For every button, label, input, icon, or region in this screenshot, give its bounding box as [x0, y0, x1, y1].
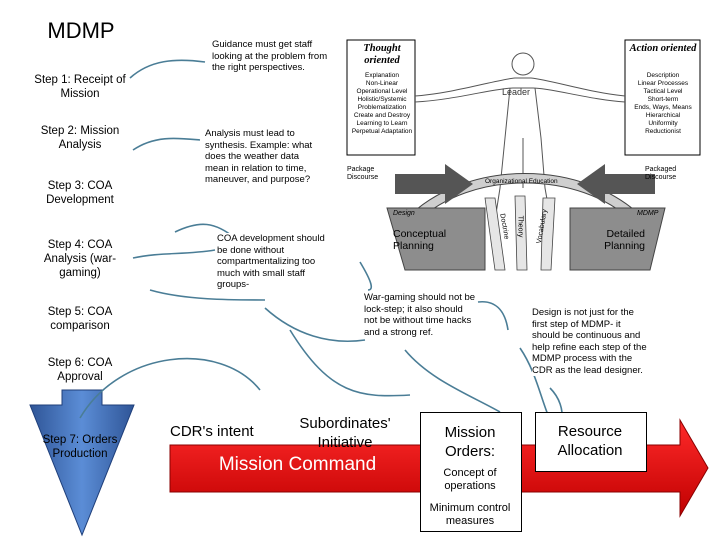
thought-item: Explanation [365, 72, 399, 79]
thought-item: Non-Linear [365, 80, 399, 87]
figure-art [346, 39, 701, 271]
connector-lines [79, 59, 563, 421]
org-education-label: Organizational Education [485, 178, 558, 185]
package-right-label: Packaged Discourse [645, 166, 677, 181]
resource-allocation-label: Resource Allocation [557, 423, 623, 459]
right-input-arrow [577, 164, 655, 204]
note-analysis: Analysis must lead to synthesis. Example… [205, 128, 317, 186]
leader-label: Leader [502, 87, 531, 97]
action-item: Uniformity [648, 120, 678, 127]
left-input-arrow [395, 164, 473, 204]
step-5: Step 5: COA comparison [47, 306, 113, 332]
thought-item: Problematization [357, 104, 407, 111]
thought-item: Learning to Learn [356, 120, 408, 127]
conceptual-planning-label: Conceptual Planning [393, 228, 447, 252]
cdr-intent: CDR's intent [170, 423, 254, 440]
note-coa: COA development should be done without c… [217, 233, 335, 291]
action-item: Ends, Ways, Means [634, 104, 692, 111]
detailed-planning-label: Detailed Planning [604, 228, 645, 252]
thought-item: Operational Level [356, 88, 408, 95]
step-2: Step 2: Mission Analysis [40, 125, 120, 151]
step-4: Step 4: COA Analysis (war-gaming) [43, 239, 117, 279]
concept-of-operations: Concept of operations [443, 467, 497, 492]
design-label: Design [393, 210, 415, 217]
thought-item: Perpetual Adaptation [351, 128, 413, 135]
page-title: MDMP [47, 18, 115, 43]
process-down-arrow [29, 389, 135, 537]
thought-title: Thought oriented [363, 43, 401, 66]
thought-item: Create and Destroy [353, 112, 411, 119]
action-item: Tactical Level [643, 88, 683, 95]
action-item: Short-term [647, 96, 679, 103]
package-left-label: Package Discourse [347, 166, 379, 181]
step-6: Step 6: COA Approval [47, 357, 113, 383]
note-wargaming: War-gaming should not be lock-step; it a… [364, 292, 476, 338]
mission-command-label: Mission Command [218, 454, 377, 475]
note-design: Design is not just for the first step of… [532, 307, 650, 376]
step-3: Step 3: COA Development [46, 180, 114, 206]
subordinates-initiative: Subordinates' Initiative [299, 415, 391, 451]
step-1: Step 1: Receipt of Mission [34, 74, 126, 100]
note-guidance: Guidance must get staff looking at the p… [212, 39, 336, 74]
action-item: Hierarchical [645, 112, 681, 119]
action-title: Action oriented [629, 43, 697, 54]
resource-allocation-box [535, 412, 647, 472]
minimum-control-measures: Minimum control measures [429, 502, 511, 527]
action-item: Linear Processes [637, 80, 689, 87]
mdmp-label: MDMP [637, 210, 659, 217]
mission-orders-box [420, 412, 522, 532]
action-item: Reductionist [645, 128, 681, 135]
action-item: Description [646, 72, 680, 79]
design-base [386, 207, 486, 271]
leader-figure-icon [414, 52, 626, 234]
step-7: Step 7: Orders Production [42, 434, 118, 460]
theory-label: Theory [516, 215, 524, 238]
mission-orders-label: Mission Orders: [444, 424, 496, 460]
thought-item: Holistic/Systemic [357, 96, 407, 103]
mdmp-base [569, 207, 666, 271]
